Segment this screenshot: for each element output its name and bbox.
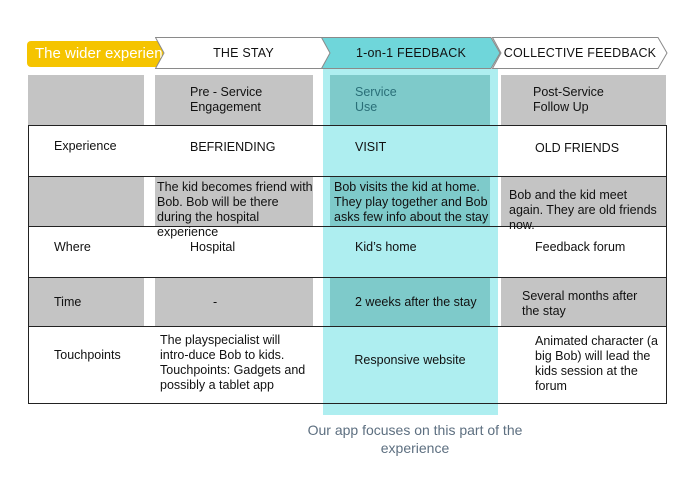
chevron-shape [321, 37, 501, 69]
row-divider [28, 326, 666, 327]
focus-column-highlight [323, 69, 498, 415]
touchpoints-stay-text: The playspecialist will intro-duce Bob t… [160, 333, 306, 392]
phase-1-on-1-feedback: 1-on-1 FEEDBACK [321, 37, 501, 69]
experience-one-on-one-text: VISIT [355, 140, 387, 154]
wider-experience-badge: The wider experience [27, 41, 178, 67]
cell-time-collective [501, 277, 666, 326]
cell-story-stay [155, 176, 313, 226]
where-stay-text: Hospital [190, 240, 236, 254]
focus-footnote: Our app focuses on this part of the expe… [307, 422, 523, 456]
experience-collective-text: OLD FRIENDS [535, 141, 620, 155]
row-label-experience: Experience [54, 139, 117, 153]
touchpoints-collective-text: Animated character (a big Bob) will lead… [535, 334, 658, 393]
cell-story-one-on-one [330, 176, 490, 226]
cell-stage-one-on-one [330, 75, 490, 125]
cell-stage-stay [155, 75, 313, 125]
phase-label: 1-on-1 FEEDBACK [356, 46, 466, 60]
row-label-touchpoints: Touchpoints [54, 348, 121, 362]
row-label-time: Time [54, 295, 82, 309]
row-divider [28, 277, 666, 278]
cell-time-stay [155, 277, 313, 326]
phase-label: THE STAY [213, 46, 274, 60]
cell-stage-collective [501, 75, 666, 125]
table-right-border [666, 125, 667, 404]
time-stay-text: - [213, 295, 218, 309]
story-collective-text: Bob and the kid meet again. They are old… [509, 188, 657, 232]
row-divider [28, 125, 666, 126]
story-one-on-one-text: Bob visits the kid at home. They play to… [334, 180, 489, 224]
table-bottom-border [28, 403, 666, 404]
cell-story-collective [501, 176, 666, 226]
stage-stay-text: Pre - Service Engagement [190, 85, 263, 114]
chevron-shape [492, 37, 668, 69]
experience-stay-text: BEFRIENDING [190, 140, 276, 154]
phase-label: COLLECTIVE FEEDBACK [503, 46, 657, 60]
row-divider [28, 176, 666, 177]
phase-collective-feedback: COLLECTIVE FEEDBACK [492, 37, 668, 69]
row-header-time [28, 277, 144, 326]
row-label-where: Where [54, 240, 91, 254]
row-header-story [28, 176, 144, 226]
stage-one-on-one-text: Service Use [355, 85, 397, 114]
stage-collective-text: Post-Service Follow Up [533, 85, 604, 114]
where-one-on-one-text: Kid’s home [355, 240, 417, 254]
time-one-on-one-text: 2 weeks after the stay [355, 295, 477, 309]
time-collective-text: Several months after the stay [522, 289, 638, 318]
cell-time-one-on-one [330, 277, 490, 326]
table-left-border [28, 125, 29, 404]
phase-the-stay: THE STAY [155, 37, 332, 69]
row-divider [28, 226, 666, 227]
story-stay-text: The kid becomes friend with Bob. Bob wil… [157, 180, 313, 239]
row-header-stage [28, 75, 144, 125]
touchpoints-one-on-one-text: Responsive website [354, 353, 466, 367]
where-collective-text: Feedback forum [535, 240, 626, 254]
